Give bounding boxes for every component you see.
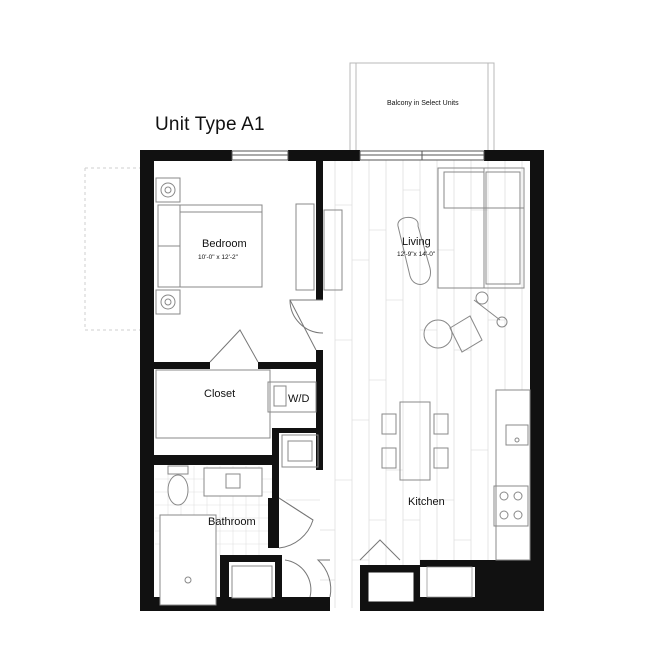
living-label: Living [402,236,431,248]
windows [231,150,485,161]
bedroom-label: Bedroom [202,238,247,250]
bathroom-fixtures [159,465,273,606]
bedroom-dimensions: 10'-0" x 12'-2" [198,254,238,261]
patio-outline [84,167,140,331]
living-furniture [397,167,525,353]
unit-title: Unit Type A1 [155,114,265,135]
bedroom-furniture [155,177,343,315]
doors [209,299,401,598]
closet-fixtures [155,369,319,468]
bathroom-label: Bathroom [208,516,256,528]
closet-label: Closet [204,388,236,400]
living-dimensions: 12'-9"x 14'-0" [397,251,436,258]
wd-label: W/D [288,393,310,405]
balcony-outline [349,62,495,152]
balcony-note: Balcony in Select Units [387,100,459,107]
walls [140,150,544,611]
kitchen-fixtures [381,389,531,561]
kitchen-label: Kitchen [408,496,445,508]
